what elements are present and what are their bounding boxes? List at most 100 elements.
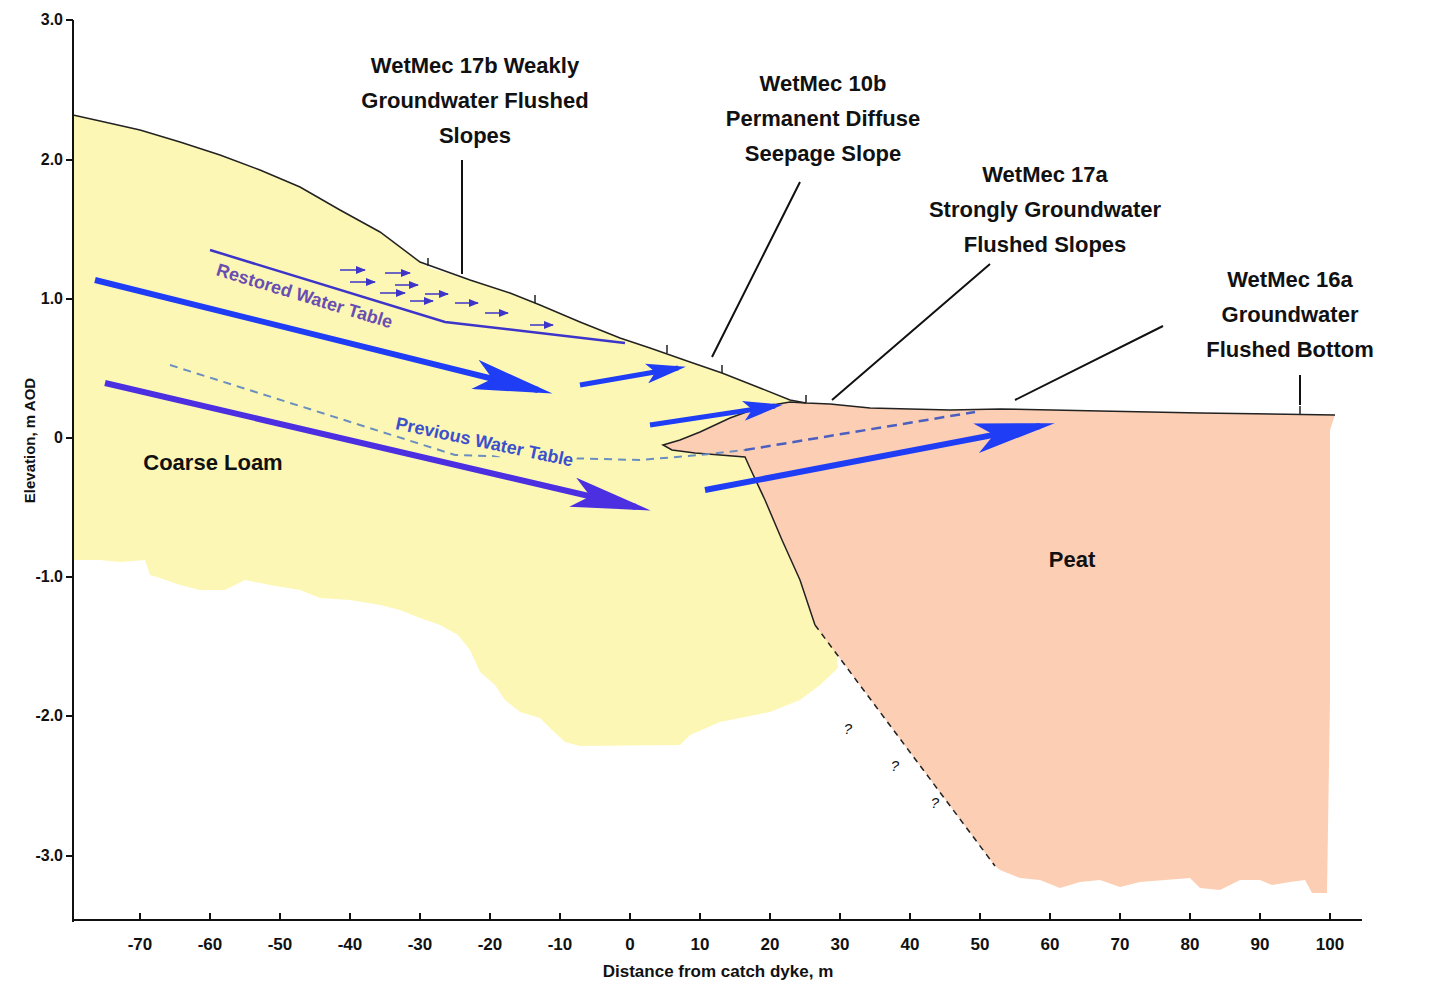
x-tick bbox=[139, 913, 141, 920]
text-line: WetMec 16a bbox=[1206, 262, 1373, 297]
small-arrow bbox=[530, 324, 553, 326]
x-tick bbox=[979, 913, 981, 920]
y-tick-label-slot: 0 bbox=[54, 429, 63, 447]
wetmec-callout-slot: WetMec 17b Weakly Groundwater Flushed Sl… bbox=[361, 48, 588, 153]
x-tick bbox=[1329, 913, 1331, 920]
water-table-label: Previous Water Table bbox=[391, 412, 578, 471]
small-arrow bbox=[340, 269, 365, 271]
water-table-label-slot: Previous Water Table bbox=[391, 412, 578, 471]
y-tick-label-slot: -2.0 bbox=[35, 707, 63, 725]
small-arrow bbox=[395, 284, 418, 286]
y-tick-label-slot: 2.0 bbox=[41, 151, 63, 169]
text-line: Groundwater bbox=[1206, 297, 1373, 332]
wetmec-callout-slot: WetMec 17a Strongly Groundwater Flushed … bbox=[929, 157, 1161, 262]
y-tick-label: 3.0 bbox=[41, 11, 63, 29]
wetmec-callout: WetMec 16a Groundwater Flushed Bottom bbox=[1206, 262, 1373, 367]
y-tick-label: -1.0 bbox=[35, 568, 63, 586]
region-label-slot: Peat bbox=[1049, 547, 1095, 573]
small-arrow bbox=[385, 272, 410, 274]
x-tick-label: 30 bbox=[831, 935, 850, 955]
x-tick-label-slot: 100 bbox=[1316, 935, 1344, 955]
previous-water-table bbox=[745, 412, 975, 450]
y-tick-label: -2.0 bbox=[35, 707, 63, 725]
text-line: Slopes bbox=[361, 118, 588, 153]
y-tick bbox=[66, 437, 73, 439]
wetmec-callout-slot: WetMec 10b Permanent Diffuse Seepage Slo… bbox=[726, 66, 920, 171]
inferred-peat-boundary bbox=[815, 625, 995, 866]
x-tick-label: -10 bbox=[548, 935, 573, 955]
x-tick-label: 50 bbox=[971, 935, 990, 955]
x-tick-label-slot: 20 bbox=[761, 935, 780, 955]
y-tick-label-slot: 1.0 bbox=[41, 290, 63, 308]
y-tick bbox=[66, 855, 73, 857]
axis-title: Distance from catch dyke, m bbox=[603, 962, 834, 982]
text-line: WetMec 10b bbox=[726, 66, 920, 101]
y-tick bbox=[66, 19, 73, 21]
axis-title-slot: Elevation, m AOD bbox=[22, 377, 39, 502]
y-tick-label: 0 bbox=[54, 429, 63, 447]
x-tick-label: 80 bbox=[1181, 935, 1200, 955]
flow-arrow bbox=[105, 383, 636, 507]
text-line: Flushed Bottom bbox=[1206, 332, 1373, 367]
wetmec-callout: WetMec 10b Permanent Diffuse Seepage Slo… bbox=[726, 66, 920, 171]
x-tick-label: 0 bbox=[625, 935, 634, 955]
x-tick-label-slot: -50 bbox=[268, 935, 293, 955]
x-tick bbox=[1049, 913, 1051, 920]
x-tick bbox=[209, 913, 211, 920]
x-tick-label: 90 bbox=[1251, 935, 1270, 955]
peat-boundary bbox=[663, 402, 815, 625]
small-arrow bbox=[350, 281, 375, 283]
x-tick-label: 70 bbox=[1111, 935, 1130, 955]
x-tick bbox=[839, 913, 841, 920]
x-tick-label-slot: -40 bbox=[338, 935, 363, 955]
uncertainty-mark: ? bbox=[931, 794, 939, 811]
region-label-slot: Coarse Loam bbox=[143, 450, 282, 476]
ground-surface bbox=[73, 115, 1335, 415]
x-tick-label: -50 bbox=[268, 935, 293, 955]
uncertainty-mark: ? bbox=[844, 720, 852, 737]
y-tick bbox=[66, 159, 73, 161]
peat-region: Peat bbox=[655, 398, 1340, 898]
x-tick-label: 60 bbox=[1041, 935, 1060, 955]
x-tick-label: 20 bbox=[761, 935, 780, 955]
y-tick-label-slot: -3.0 bbox=[35, 847, 63, 865]
text-line: Strongly Groundwater bbox=[929, 192, 1161, 227]
x-tick-label-slot: 30 bbox=[831, 935, 850, 955]
x-tick bbox=[1119, 913, 1121, 920]
x-tick bbox=[699, 913, 701, 920]
text-line: Groundwater Flushed bbox=[361, 83, 588, 118]
x-tick-label-slot: 10 bbox=[691, 935, 710, 955]
x-tick bbox=[1189, 913, 1191, 920]
text-line: WetMec 17b Weakly bbox=[361, 48, 588, 83]
x-tick bbox=[909, 913, 911, 920]
x-tick bbox=[489, 913, 491, 920]
text-line: WetMec 17a bbox=[929, 157, 1161, 192]
x-tick-label: 100 bbox=[1316, 935, 1344, 955]
axis-title-slot: Distance from catch dyke, m bbox=[603, 962, 834, 982]
y-tick-label: 2.0 bbox=[41, 151, 63, 169]
x-tick-label-slot: 50 bbox=[971, 935, 990, 955]
y-tick bbox=[66, 576, 73, 578]
x-tick-label: -70 bbox=[128, 935, 153, 955]
small-arrow bbox=[380, 292, 405, 294]
y-tick-label-slot: -1.0 bbox=[35, 568, 63, 586]
water-table-label-slot: Restored Water Table bbox=[212, 258, 399, 333]
text-line: Seepage Slope bbox=[726, 136, 920, 171]
x-tick-label: -20 bbox=[478, 935, 503, 955]
x-tick bbox=[419, 913, 421, 920]
survey-tick bbox=[428, 258, 1300, 414]
x-tick-label-slot: -60 bbox=[198, 935, 223, 955]
y-tick bbox=[66, 715, 73, 717]
x-tick-label: -40 bbox=[338, 935, 363, 955]
x-tick-label-slot: 90 bbox=[1251, 935, 1270, 955]
x-tick-label-slot: 0 bbox=[625, 935, 634, 955]
x-tick-label-slot: -70 bbox=[128, 935, 153, 955]
flow-arrow bbox=[650, 406, 775, 425]
x-tick-label-slot: 60 bbox=[1041, 935, 1060, 955]
axis-line bbox=[73, 20, 1362, 922]
x-tick-label-slot: -30 bbox=[408, 935, 433, 955]
axis-ticks bbox=[66, 20, 1330, 920]
